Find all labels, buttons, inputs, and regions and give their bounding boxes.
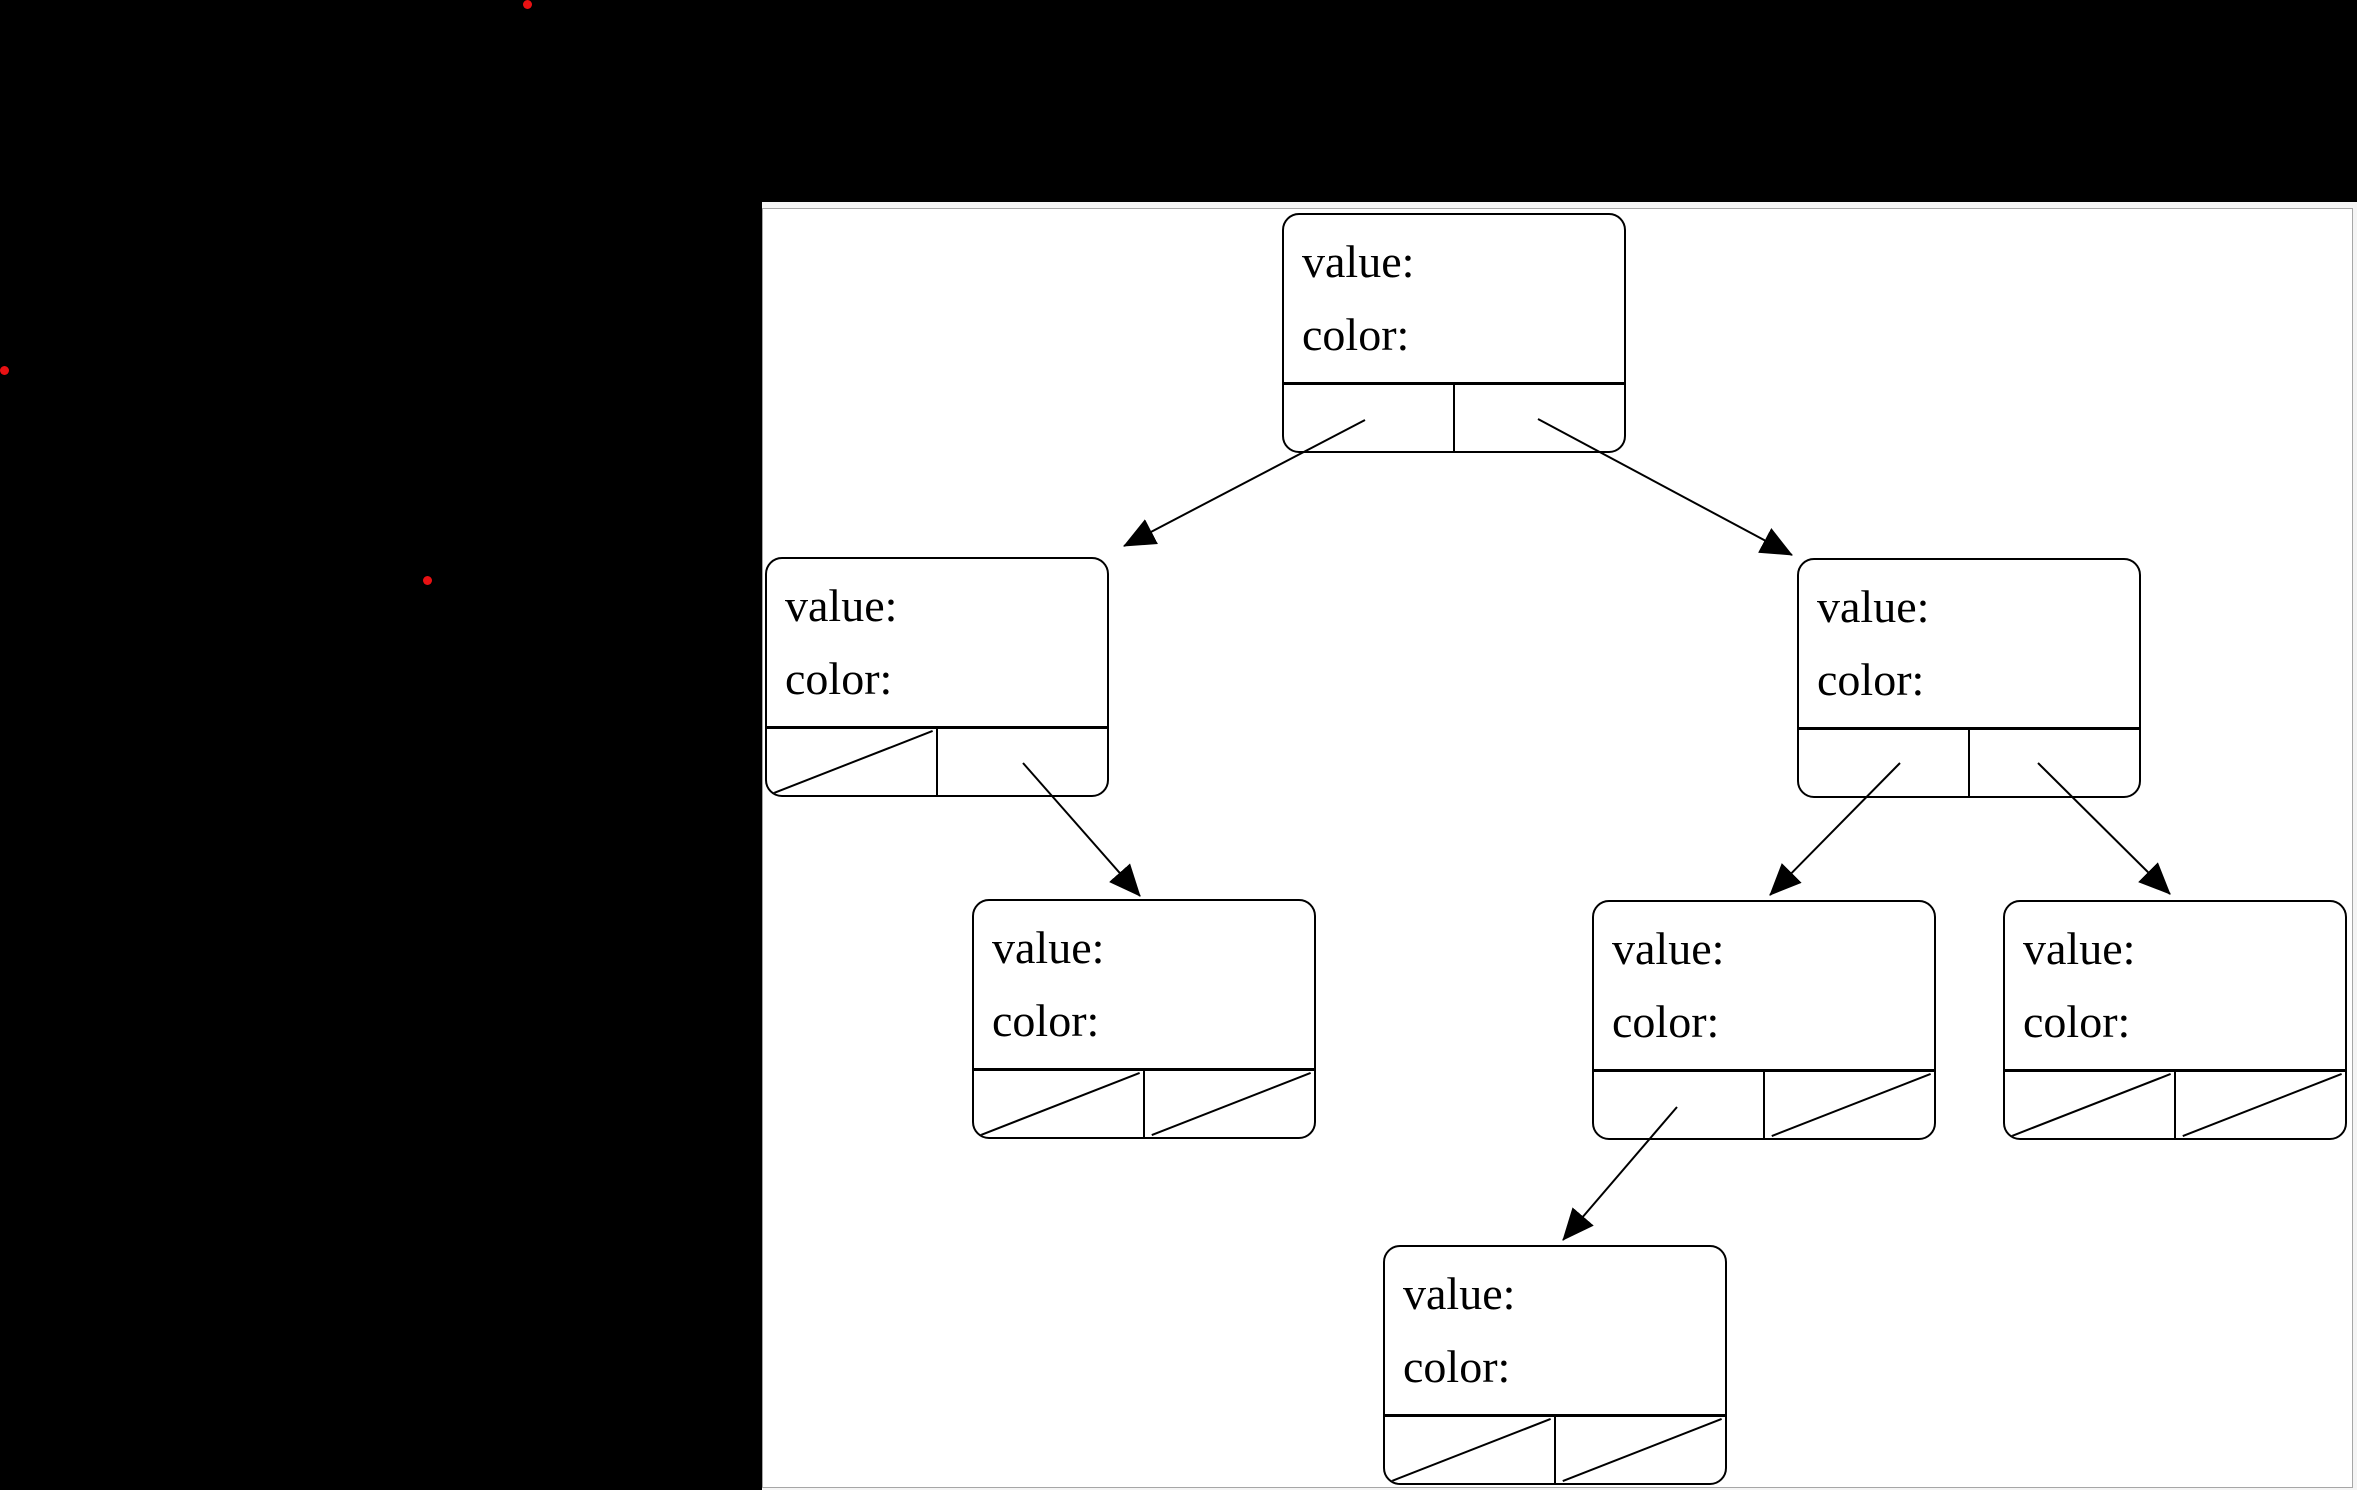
null-pointer-slash [767,729,936,795]
tree-node-right-left-grandchild: value: color: [1592,900,1936,1140]
left-pointer-cell [2005,1072,2176,1138]
document-panel-frame: value: color: value: color: [762,202,2357,1490]
color-field-label: color: [785,653,893,704]
value-field-label: value: [992,922,1105,973]
node-fields: value: color: [974,901,1314,1068]
color-field-label: color: [2023,996,2131,1047]
left-pointer-cell [1284,385,1455,451]
color-field-label: color: [1403,1341,1511,1392]
right-pointer-cell [1765,1072,1934,1138]
tree-node-root: value: color: [1282,213,1626,453]
color-field-label: color: [1817,654,1925,705]
left-pointer-cell [1594,1072,1765,1138]
red-marker-dot [423,576,432,585]
node-fields: value: color: [1799,560,2139,727]
red-marker-dot [0,366,9,375]
null-pointer-slash [2176,1072,2345,1138]
right-pointer-cell [1970,730,2139,796]
pointer-row [1284,382,1624,451]
left-pointer-cell [1385,1417,1556,1483]
value-field-label: value: [1612,923,1725,974]
null-pointer-slash [1765,1072,1934,1138]
tree-node-left-child: value: color: [765,557,1109,797]
node-fields: value: color: [1284,215,1624,382]
tree-diagram: value: color: value: color: [762,202,2357,1490]
value-field-label: value: [1817,581,1930,632]
right-pointer-cell [2176,1072,2345,1138]
tree-node-left-right-grandchild: value: color: [972,899,1316,1139]
value-field-label: value: [1302,236,1415,287]
pointer-row [767,726,1107,795]
node-fields: value: color: [767,559,1107,726]
red-marker-dot [523,0,532,9]
right-pointer-cell [1556,1417,1725,1483]
pointer-row [974,1068,1314,1137]
pointer-row [1385,1414,1725,1483]
pointer-row [2005,1069,2345,1138]
right-pointer-cell [1455,385,1624,451]
null-pointer-slash [974,1071,1143,1137]
null-pointer-slash [1556,1417,1725,1483]
node-fields: value: color: [1385,1247,1725,1414]
null-pointer-slash [1145,1071,1314,1137]
null-pointer-slash [1385,1417,1554,1483]
value-field-label: value: [1403,1268,1516,1319]
node-fields: value: color: [2005,902,2345,1069]
right-pointer-cell [1145,1071,1314,1137]
node-fields: value: color: [1594,902,1934,1069]
color-field-label: color: [1612,996,1720,1047]
value-field-label: value: [2023,923,2136,974]
pointer-row [1799,727,2139,796]
left-pointer-cell [1799,730,1970,796]
null-pointer-slash [2005,1072,2174,1138]
tree-node-right-right-grandchild: value: color: [2003,900,2347,1140]
tree-node-right-child: value: color: [1797,558,2141,798]
right-pointer-cell [938,729,1107,795]
left-pointer-cell [767,729,938,795]
color-field-label: color: [1302,309,1410,360]
left-pointer-cell [974,1071,1145,1137]
tree-node-right-left-left-great-grandchild: value: color: [1383,1245,1727,1485]
color-field-label: color: [992,995,1100,1046]
pointer-row [1594,1069,1934,1138]
value-field-label: value: [785,580,898,631]
